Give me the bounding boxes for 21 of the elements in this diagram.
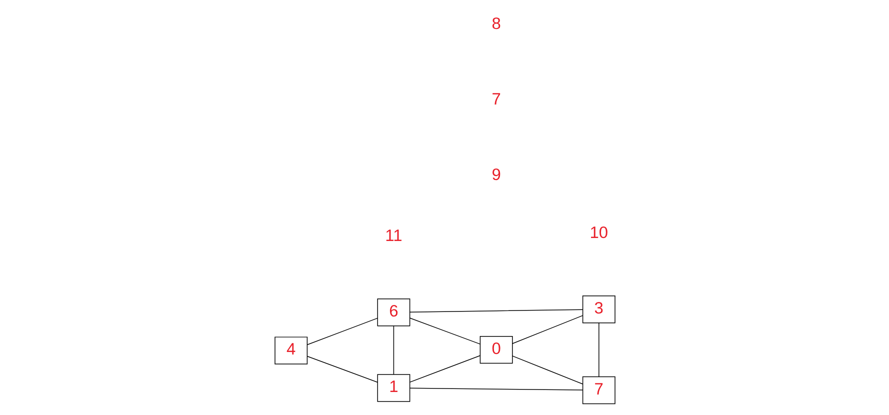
node-box: 4 xyxy=(274,336,308,364)
connector xyxy=(392,326,394,375)
connector xyxy=(408,388,582,390)
node-box: 6 xyxy=(376,298,410,326)
connector xyxy=(598,322,599,378)
connector xyxy=(408,318,480,344)
connector xyxy=(408,355,480,383)
connector xyxy=(512,356,583,384)
node-box: 1 xyxy=(376,374,410,402)
connector xyxy=(512,315,583,344)
label: 7 xyxy=(491,90,500,109)
connector xyxy=(306,318,378,346)
node-box: 0 xyxy=(479,336,512,364)
label: 11 xyxy=(384,226,402,245)
connector xyxy=(306,356,378,383)
node-box: 3 xyxy=(582,296,615,324)
connector xyxy=(408,309,582,312)
label: 9 xyxy=(491,166,500,184)
label: 8 xyxy=(491,14,500,33)
node-box: 7 xyxy=(582,376,615,404)
label: 10 xyxy=(589,224,608,242)
